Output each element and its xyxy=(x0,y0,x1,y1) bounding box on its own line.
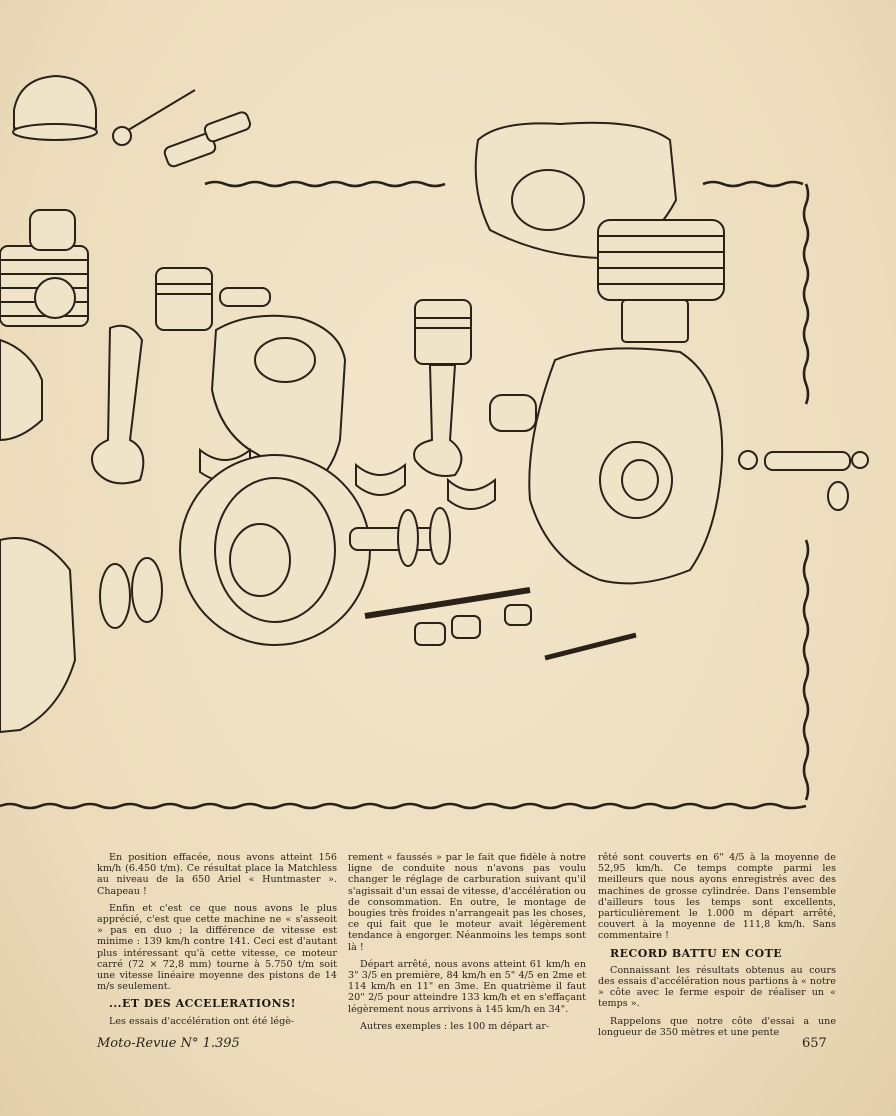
paragraph: Rappelons que notre côte d'essai a une l… xyxy=(598,1015,836,1038)
article-column-1: En position effacée, nous avons atteint … xyxy=(97,852,337,1033)
valve-stem-part xyxy=(119,89,196,136)
bush-part xyxy=(489,394,537,432)
camshaft-part xyxy=(364,587,531,619)
paragraph: Enfin et c'est ce que nous avons le plus… xyxy=(97,902,337,993)
frame-right-lower-line xyxy=(802,539,810,801)
oil-seal-part xyxy=(99,563,131,629)
piston-centre-part xyxy=(414,299,472,365)
frame-right-upper-line xyxy=(802,183,810,405)
paragraph: Départ arrêté, nous avons atteint 61 km/… xyxy=(348,958,586,1015)
paragraph: En position effacée, nous avons atteint … xyxy=(97,852,337,897)
frame-top-right-line xyxy=(702,180,804,188)
paragraph: Connaissant les résultats obtenus au cou… xyxy=(598,964,836,1010)
page-number: 657 xyxy=(802,1036,827,1051)
frame-bottom-line xyxy=(0,802,807,810)
article-column-3: rêté sont couverts en 6" 4/5 à la moyenn… xyxy=(598,852,836,1044)
connecting-rod-left-part xyxy=(91,324,145,485)
paragraph: rement « faussés » par le fait que fidèl… xyxy=(348,852,586,953)
section-heading-accelerations: ...ET DES ACCELERATIONS! xyxy=(109,997,296,1011)
engine-exploded-illustration xyxy=(0,74,869,810)
section-heading-record: RECORD BATTU EN COTE xyxy=(610,946,783,960)
frame-top-left-line xyxy=(204,180,446,188)
piston-part xyxy=(155,267,213,331)
connecting-rod-centre-part xyxy=(413,364,463,477)
pushrod-part xyxy=(544,632,637,661)
paragraph: Autres exemples : les 100 m départ ar- xyxy=(360,1020,550,1032)
cylinder-barrel-right-part xyxy=(597,219,725,301)
gearbox-shaft-part xyxy=(764,451,851,471)
mainshaft-part xyxy=(349,527,441,551)
paragraph: rêté sont couverts en 6" 4/5 à la moyenn… xyxy=(598,852,836,942)
paragraph: Les essais d'accélération ont été légè- xyxy=(109,1015,295,1027)
publication-footer: Moto-Revue N° 1.395 xyxy=(97,1036,240,1051)
timing-cover-part xyxy=(0,537,77,734)
article-column-2: rement « faussés » par le fait que fidèl… xyxy=(348,852,586,1038)
